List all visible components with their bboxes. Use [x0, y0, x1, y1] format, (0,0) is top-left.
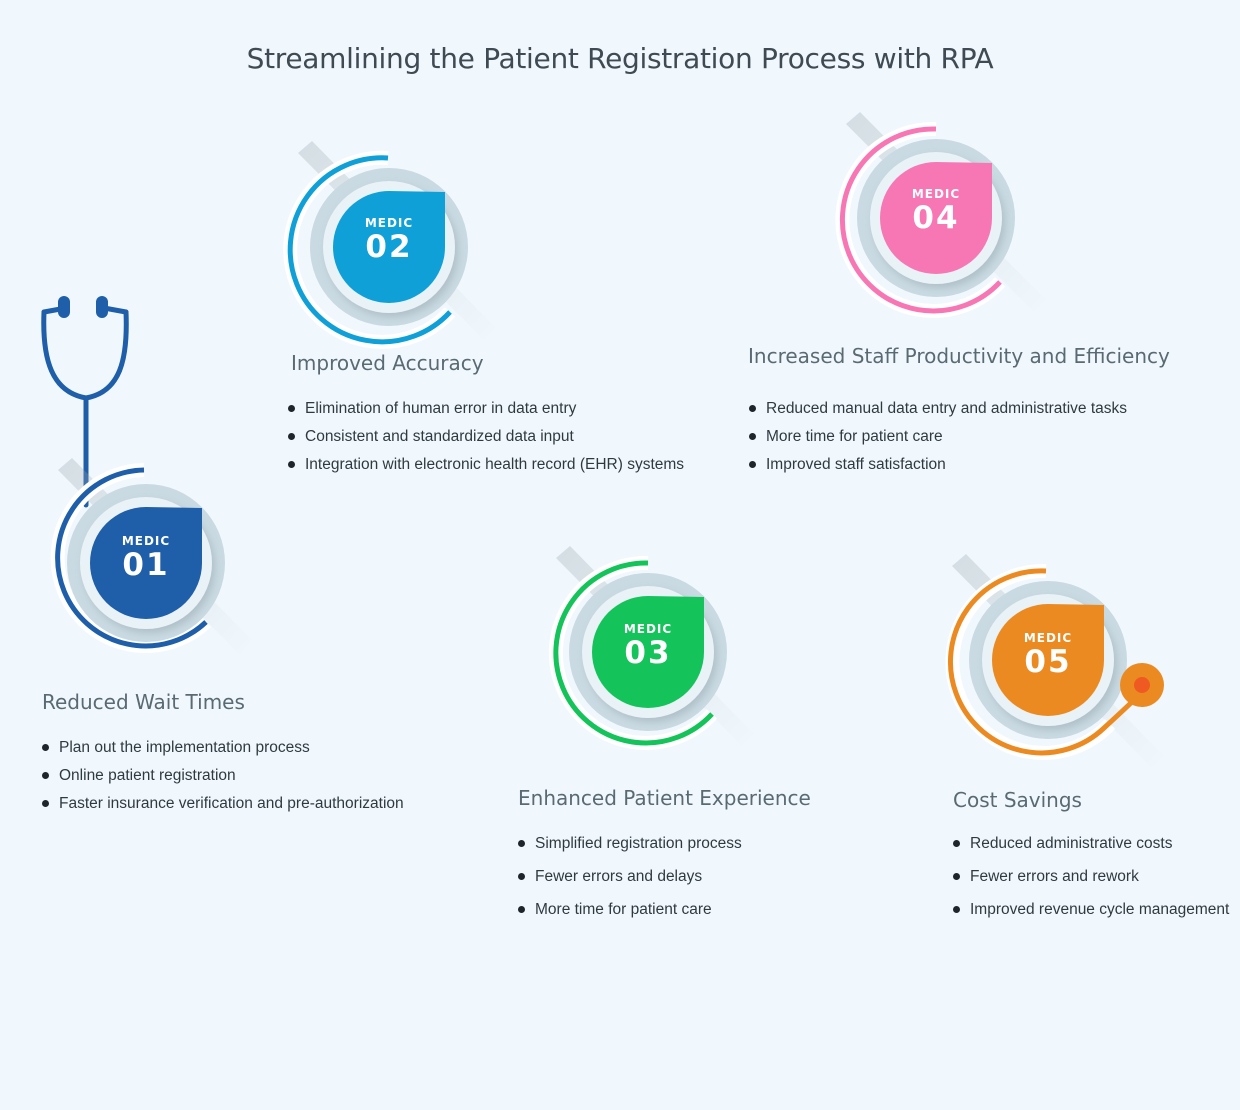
- medic-04-badge: [835, 112, 1046, 318]
- step-02-points: Elimination of human error in data entry…: [288, 395, 684, 479]
- medic-03-badge: [548, 546, 754, 750]
- medic-tag: MEDIC: [911, 187, 961, 201]
- medic-02-badge: [283, 141, 496, 349]
- step-number: 05: [1024, 644, 1072, 680]
- step-heading: Reduced Wait Times: [42, 690, 245, 714]
- list-item: Simplified registration process: [518, 827, 742, 860]
- step-number: 02: [365, 229, 413, 265]
- list-item: Elimination of human error in data entry: [288, 395, 684, 423]
- list-item: More time for patient care: [518, 893, 742, 926]
- medic-04-label: MEDIC 04: [886, 187, 986, 235]
- step-01-points: Plan out the implementation process Onli…: [42, 734, 404, 818]
- list-item: Reduced manual data entry and administra…: [749, 395, 1127, 423]
- list-item: Faster insurance verification and pre-au…: [42, 790, 404, 818]
- medic-05-label: MEDIC 05: [998, 631, 1098, 679]
- medic-tag: MEDIC: [364, 216, 414, 230]
- step-heading: Increased Staff Productivity and Efficie…: [748, 344, 1170, 368]
- step-heading: Improved Accuracy: [291, 351, 484, 375]
- step-03-points: Simplified registration process Fewer er…: [518, 827, 742, 926]
- medic-tag: MEDIC: [1023, 631, 1073, 645]
- list-item: Online patient registration: [42, 762, 404, 790]
- medic-02-label: MEDIC 02: [339, 216, 439, 264]
- list-item: Reduced administrative costs: [953, 827, 1229, 860]
- list-item: Integration with electronic health recor…: [288, 451, 684, 479]
- list-item: Plan out the implementation process: [42, 734, 404, 762]
- medic-tag: MEDIC: [623, 622, 673, 636]
- medic-01-badge: [50, 458, 252, 655]
- medic-05-badge: [945, 554, 1164, 768]
- stethoscope-earpieces: [58, 296, 108, 318]
- step-number: 01: [122, 547, 170, 583]
- list-item: Improved staff satisfaction: [749, 451, 1127, 479]
- page-title: Streamlining the Patient Registration Pr…: [246, 42, 994, 75]
- list-item: Consistent and standardized data input: [288, 423, 684, 451]
- step-heading: Enhanced Patient Experience: [518, 786, 811, 810]
- list-item: Improved revenue cycle management: [953, 893, 1229, 926]
- medic-03-label: MEDIC 03: [598, 622, 698, 670]
- medic-tag: MEDIC: [121, 534, 171, 548]
- list-item: Fewer errors and delays: [518, 860, 742, 893]
- medic-01-label: MEDIC 01: [96, 534, 196, 582]
- list-item: Fewer errors and rework: [953, 860, 1229, 893]
- step-04-points: Reduced manual data entry and administra…: [749, 395, 1127, 479]
- step-heading: Cost Savings: [953, 788, 1082, 812]
- step-05-points: Reduced administrative costs Fewer error…: [953, 827, 1229, 926]
- step-number: 04: [912, 200, 960, 236]
- list-item: More time for patient care: [749, 423, 1127, 451]
- step-number: 03: [624, 635, 672, 671]
